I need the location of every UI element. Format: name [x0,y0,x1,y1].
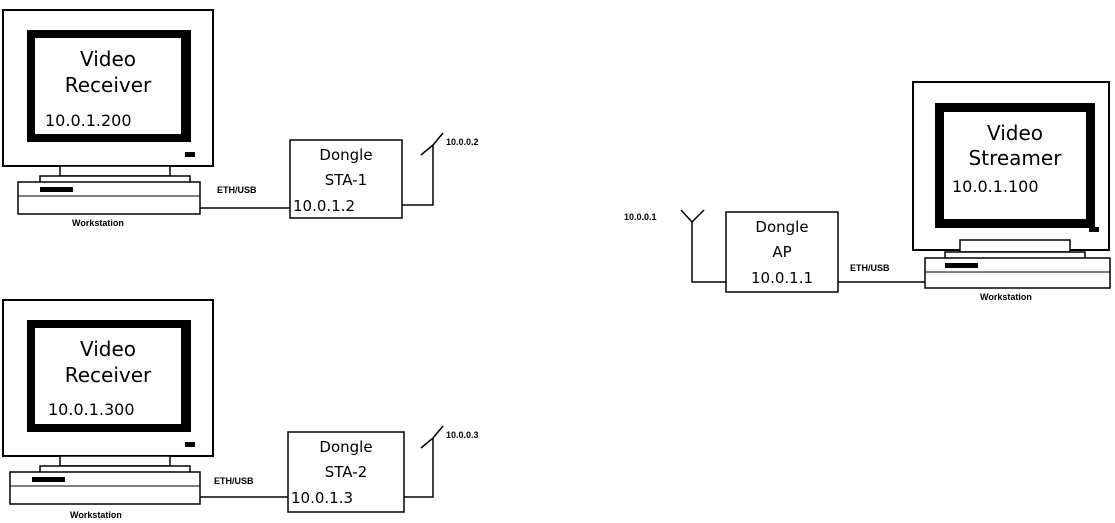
screen-title-line1: Video [987,121,1043,145]
link-label: ETH/USB [214,476,254,486]
dongle-ip: 10.0.1.2 [293,197,355,215]
dongle-line2: STA-2 [325,463,367,481]
screen-title-line2: Receiver [65,73,152,97]
workstation-ip: 10.0.1.300 [48,400,135,419]
dongle-ap: Dongle AP 10.0.1.1 [726,212,838,292]
dongle-line1: Dongle [755,218,808,236]
dongle-ip: 10.0.1.1 [751,269,813,287]
workstation-ip: 10.0.1.100 [952,177,1039,196]
workstation-ip: 10.0.1.200 [45,111,132,130]
power-led [185,442,195,447]
workstation-caption: Workstation [72,218,124,228]
screen-title-line2: Receiver [65,363,152,387]
dongle-sta-1: Dongle STA-1 10.0.1.2 [290,140,402,218]
computer-case [18,182,200,214]
screen-title-line1: Video [80,337,136,361]
computer-case [10,472,200,504]
screen-title-line2: Streamer [969,146,1063,170]
antenna-sta-2: 10.0.0.3 [404,426,479,497]
link-label: ETH/USB [217,185,257,195]
drive-slot [32,477,65,482]
computer-case [925,258,1110,288]
dongle-line1: Dongle [319,438,372,456]
link-label: ETH/USB [850,263,890,273]
drive-slot [945,263,978,268]
dongle-line1: Dongle [319,146,372,164]
antenna-mast [404,438,433,497]
antenna-ip: 10.0.0.1 [624,212,657,222]
workstation-caption: Workstation [980,292,1032,302]
dongle-line2: AP [772,243,791,261]
monitor-stand [960,240,1070,252]
power-led [185,152,195,157]
antenna-ap: 10.0.0.1 [624,210,726,282]
workstation-receiver-2: Video Receiver 10.0.1.300 Workstation [3,300,213,520]
antenna-mast [692,222,726,282]
antenna-mast [402,145,433,205]
antenna-ip: 10.0.0.2 [446,137,479,147]
drive-slot [40,187,73,192]
workstation-receiver-1: Video Receiver 10.0.1.200 Workstation [3,10,213,228]
screen-title-line1: Video [80,47,136,71]
antenna-ip: 10.0.0.3 [446,430,479,440]
monitor-stand [60,166,170,176]
workstation-streamer: Video Streamer 10.0.1.100 Workstation [913,82,1110,302]
power-led [1089,227,1099,232]
dongle-ip: 10.0.1.3 [291,489,353,507]
workstation-caption: Workstation [70,510,122,520]
antenna-sta-1: 10.0.0.2 [402,133,479,205]
dongle-sta-2: Dongle STA-2 10.0.1.3 [288,432,404,512]
dongle-line2: STA-1 [325,171,367,189]
monitor-stand [60,456,170,466]
